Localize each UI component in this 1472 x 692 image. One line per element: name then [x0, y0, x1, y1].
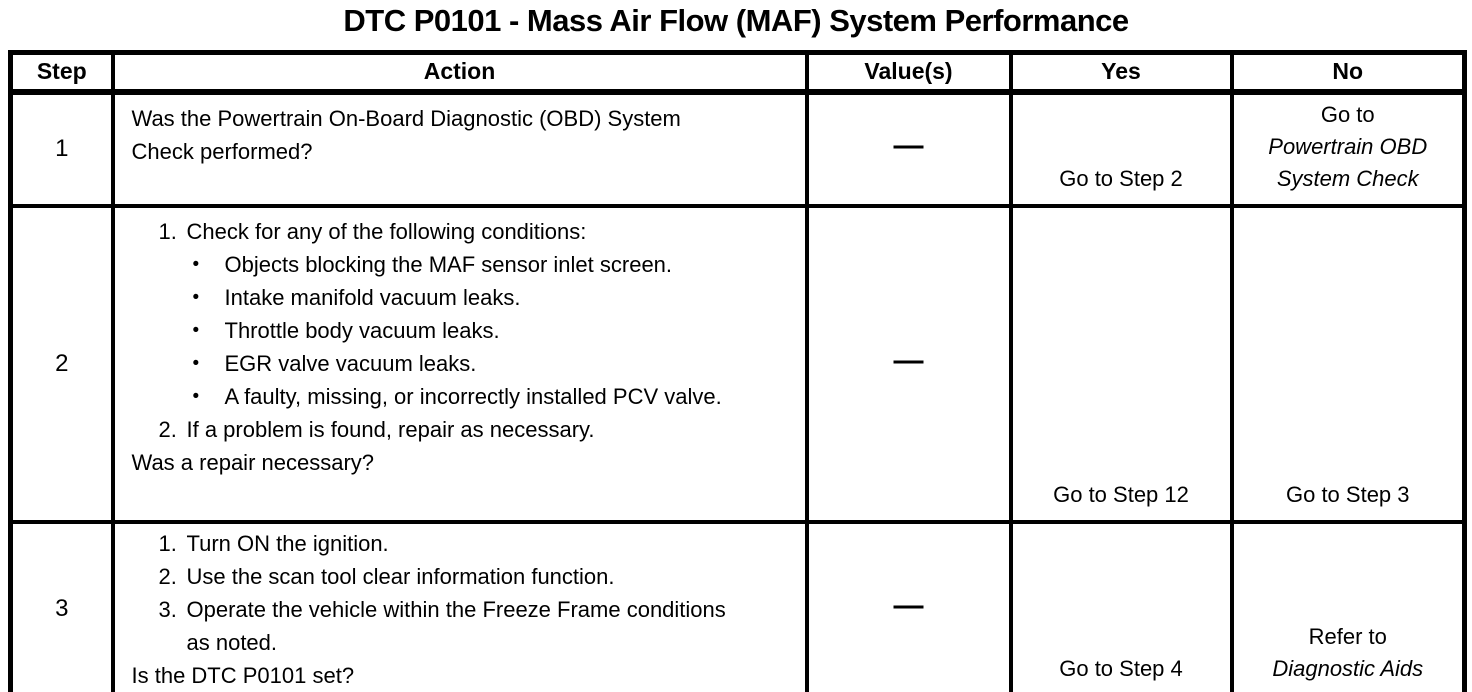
header-action: Action — [110, 50, 809, 95]
action-cell: 1. Check for any of the following condit… — [110, 203, 809, 524]
no-reference: Powertrain OBD System Check — [1268, 133, 1428, 191]
page-title: DTC P0101 - Mass Air Flow (MAF) System P… — [343, 3, 1129, 38]
step-number: 1 — [8, 89, 115, 208]
action-question: Was a repair necessary? — [131, 449, 375, 475]
bullet-icon: • — [192, 352, 200, 374]
table-row-step-2: 2 1. Check for any of the following cond… — [8, 203, 1467, 524]
bullet-item: • EGR valve vacuum leaks. — [193, 347, 797, 380]
table-row-step-3: 3 1. Turn ON the ignition. 2. Use the sc… — [8, 519, 1467, 692]
value-dash: — — [804, 89, 1013, 208]
go-to-step-text: Go to Step 12 — [1053, 481, 1189, 507]
action-cell: 1. Turn ON the ignition. 2. Use the scan… — [110, 519, 809, 692]
action-question: Was the Powertrain On-Board Diagnostic (… — [131, 105, 681, 164]
value-dash: — — [804, 203, 1013, 524]
step-number: 3 — [8, 519, 115, 692]
go-to-step-text: Go to Step 4 — [1059, 655, 1183, 681]
action-cell: Was the Powertrain On-Board Diagnostic (… — [110, 89, 809, 208]
bullet-icon: • — [192, 319, 200, 341]
no-reference: Diagnostic Aids — [1272, 655, 1424, 681]
table-row-step-1: 1 Was the Powertrain On-Board Diagnostic… — [8, 89, 1467, 208]
bullet-icon: • — [192, 286, 200, 308]
no-instruction: Go to Step 3 — [1229, 203, 1467, 524]
step-number: 2 — [8, 203, 115, 524]
value-dash: — — [804, 519, 1013, 692]
go-to-step-text: Go to Step 2 — [1059, 165, 1183, 191]
yes-instruction: Go to Step 4 — [1008, 519, 1234, 692]
header-step: Step — [8, 50, 115, 95]
yes-instruction: Go to Step 12 — [1008, 203, 1234, 524]
no-prefix: Refer to — [1308, 623, 1387, 649]
action-question: Is the DTC P0101 set? — [131, 662, 355, 688]
header-yes: Yes — [1008, 50, 1234, 95]
action-step-item: 2. Use the scan tool clear information f… — [158, 563, 615, 589]
bullet-icon: • — [192, 253, 200, 275]
no-instruction: Go to Powertrain OBD System Check — [1229, 89, 1467, 208]
bullet-item: • Objects blocking the MAF sensor inlet … — [193, 248, 797, 281]
bullet-item: • A faulty, missing, or incorrectly inst… — [193, 380, 797, 413]
no-instruction: Refer to Diagnostic Aids — [1229, 519, 1467, 692]
action-step-item: 1. Check for any of the following condit… — [158, 218, 587, 244]
table-header-row: Step Action Value(s) Yes No — [8, 50, 1467, 95]
bullet-item: • Intake manifold vacuum leaks. — [193, 281, 797, 314]
header-values: Value(s) — [804, 50, 1013, 95]
diagnostic-table: Step Action Value(s) Yes No 1 Was the Po… — [8, 50, 1467, 692]
yes-instruction: Go to Step 2 — [1008, 89, 1234, 208]
action-step-item: 3. Operate the vehicle within the Freeze… — [158, 596, 726, 655]
no-prefix: Go to — [1320, 101, 1375, 127]
bullet-icon: • — [192, 385, 200, 407]
bullet-item: • Throttle body vacuum leaks. — [193, 314, 797, 347]
header-no: No — [1229, 50, 1467, 95]
action-step-item: 1. Turn ON the ignition. — [158, 530, 389, 556]
go-to-step-text: Go to Step 3 — [1285, 481, 1410, 507]
action-step-item: 2. If a problem is found, repair as nece… — [158, 416, 595, 442]
